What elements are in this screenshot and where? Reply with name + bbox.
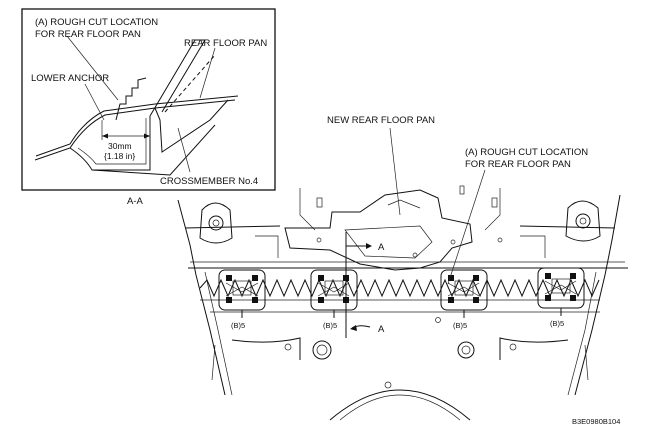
- new-rear-floor-pan-label: NEW REAR FLOOR PAN: [327, 115, 435, 126]
- figure-code: B3E0980B104: [572, 417, 620, 426]
- inset-dim-in: {1.18 in}: [104, 151, 135, 161]
- inset-crossmember-label: CROSSMEMBER No.4: [160, 176, 258, 187]
- new-floor-pan-leader: [389, 127, 401, 216]
- rough-cut-label-main-line2: FOR REAR FLOOR PAN: [465, 159, 571, 170]
- section-caption: A-A: [127, 196, 144, 207]
- inset-rough-cut-line2: FOR REAR FLOOR PAN: [35, 29, 141, 40]
- inset-rough-cut-line1: (A) ROUGH CUT LOCATION: [35, 17, 158, 28]
- rough-cut-label-main-line1: (A) ROUGH CUT LOCATION: [465, 147, 588, 158]
- inset-lower-anchor-label: LOWER ANCHOR: [31, 73, 109, 84]
- inset-detail-box: [21, 8, 276, 191]
- weld-label-1: (B)5: [231, 321, 245, 330]
- weld-cluster-1: [218, 269, 266, 318]
- section-marker-top: A: [378, 242, 385, 253]
- weld-cluster-2: [310, 269, 358, 318]
- weld-label-2: (B)5: [323, 321, 337, 330]
- inset-rear-floor-pan-label: REAR FLOOR PAN: [184, 38, 267, 49]
- weld-cluster-4: [537, 267, 585, 316]
- section-marker-bottom: A: [378, 324, 385, 335]
- weld-label-3: (B)5: [453, 321, 467, 330]
- inset-dim-mm: 30mm: [108, 141, 132, 151]
- weld-label-4: (B)5: [550, 319, 564, 328]
- vehicle-body-outline: [177, 185, 628, 421]
- section-line-a: [345, 232, 372, 338]
- weld-cluster-3: [440, 269, 488, 318]
- new-rear-floor-pan: [284, 189, 473, 271]
- rough-cut-zigzag: [199, 278, 600, 298]
- rough-cut-leader-main: [447, 169, 486, 285]
